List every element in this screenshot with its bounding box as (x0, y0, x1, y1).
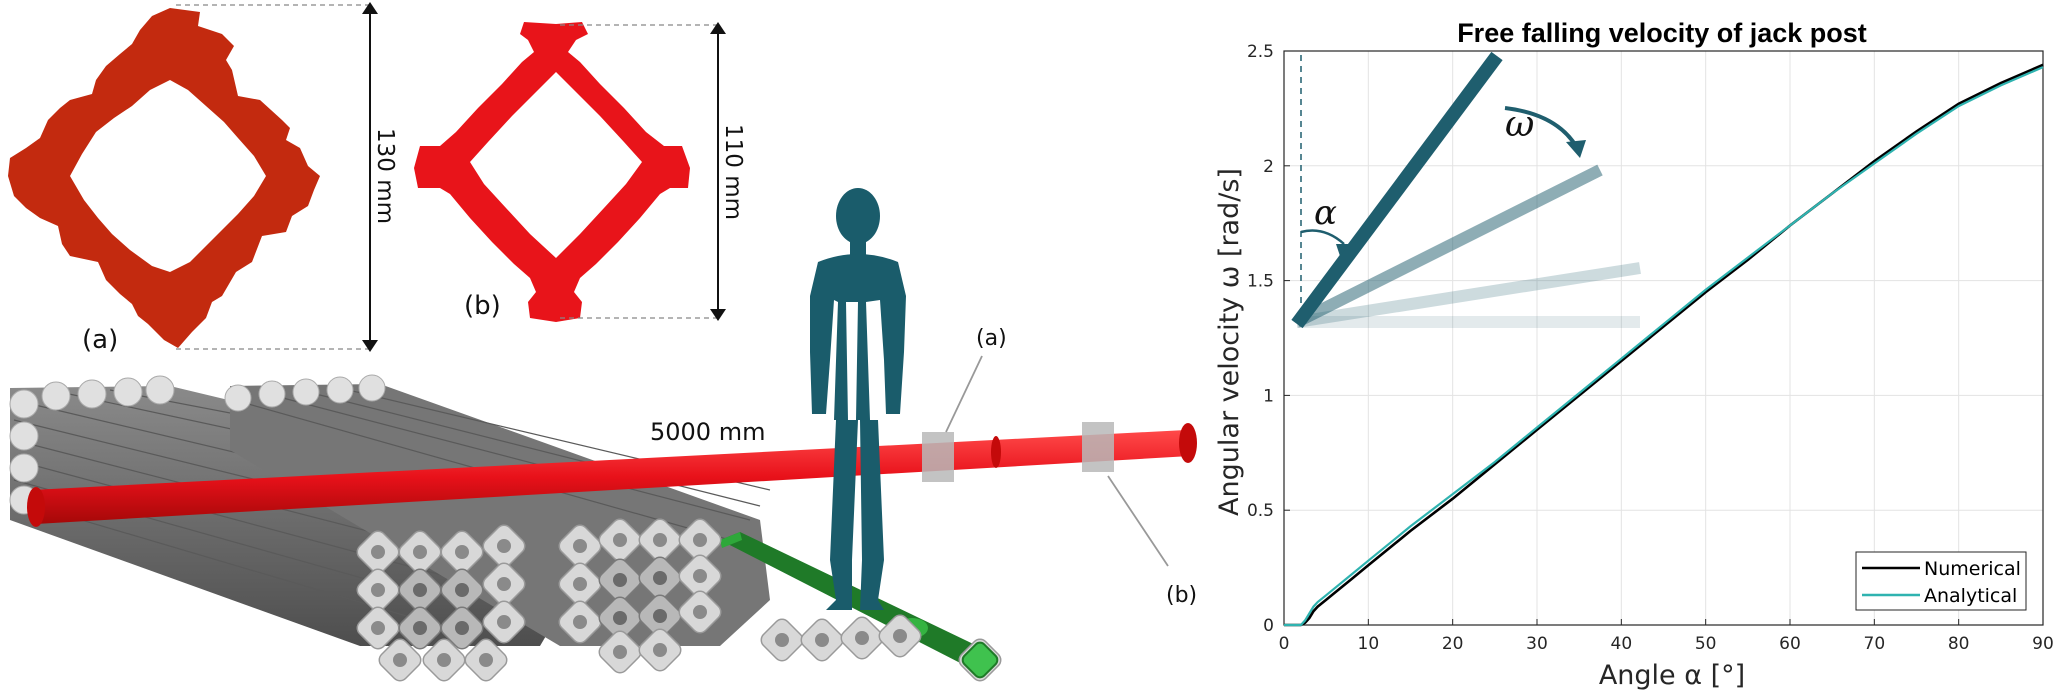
legend-box (1855, 551, 2027, 611)
dimension-130mm: 130 mm (176, 2, 398, 352)
profile-a-tag: (a) (82, 325, 118, 355)
legend-label-analytical: Analytical (1924, 585, 2017, 607)
legend-label-numerical: Numerical (1924, 558, 2021, 580)
callout-b-label: (b) (1166, 583, 1197, 608)
omega-symbol: ω (1505, 104, 1534, 145)
section-marker-a (922, 432, 954, 482)
rotation-inset: ω α (1291, 51, 1641, 329)
y-tick-label: 2.5 (1247, 42, 1274, 62)
y-axis-title: Angular velocity ω [rad/s] (1214, 168, 1245, 516)
omega-arrow (1504, 106, 1578, 148)
inset-post-low (1296, 262, 1641, 328)
y-tick-label: 2 (1263, 157, 1274, 177)
jack-post-illustration: 130 mm (a) 110 mm (b) (8, 2, 1197, 685)
profile-b-cross-section (414, 22, 690, 322)
y-tick-label: 1 (1263, 386, 1274, 406)
omega-arrowhead (1566, 140, 1586, 158)
alpha-arrowhead (1336, 244, 1350, 256)
series-line-numerical (1284, 63, 2044, 627)
chart-title: Free falling velocity of jack post (1457, 18, 1867, 48)
x-tick-label: 50 (1695, 634, 1717, 654)
y-tick-label: 0 (1263, 616, 1274, 636)
human-scale-figure (810, 188, 906, 610)
y-tick-label: 1.5 (1247, 272, 1274, 292)
legend: Numerical Analytical (1855, 551, 2027, 611)
x-tick-label: 80 (1948, 634, 1970, 654)
profile-a-cross-section (8, 8, 320, 348)
profile-b-dimension-label: 110 mm (720, 124, 746, 220)
series (1284, 63, 2044, 627)
section-marker-b (1082, 422, 1114, 472)
callout-a-label: (a) (976, 326, 1007, 351)
plot-area-frame (1283, 50, 2044, 626)
inset-post-upright (1291, 51, 1503, 329)
post-length-label: 5000 mm (650, 418, 765, 446)
profile-b-tag: (b) (464, 291, 501, 321)
inset-post-mid (1294, 164, 1603, 328)
profile-a-dimension-label: 130 mm (372, 128, 398, 224)
alpha-symbol: α (1314, 193, 1337, 233)
x-tick-label: 30 (1526, 634, 1548, 654)
y-tick-label: 0.5 (1247, 501, 1274, 521)
red-jack-post (27, 423, 1197, 527)
grid (1283, 50, 2044, 626)
x-tick-label: 0 (1279, 634, 1290, 654)
alpha-arc (1300, 229, 1345, 245)
x-tick-label: 70 (1864, 634, 1886, 654)
x-axis-title: Angle α [°] (1599, 660, 1745, 691)
x-tick-label: 40 (1611, 634, 1633, 654)
x-tick-label: 60 (1779, 634, 1801, 654)
x-tick-label: 10 (1358, 634, 1380, 654)
series-line-analytical (1284, 66, 2044, 627)
x-tick-label: 20 (1442, 634, 1464, 654)
tick-labels: 0 10 20 30 40 50 60 70 80 90 0 0.5 1 1.5 2 2.5 (1247, 42, 2054, 654)
x-tick-label: 90 (2032, 634, 2054, 654)
dimension-110mm: 110 mm (560, 22, 746, 321)
